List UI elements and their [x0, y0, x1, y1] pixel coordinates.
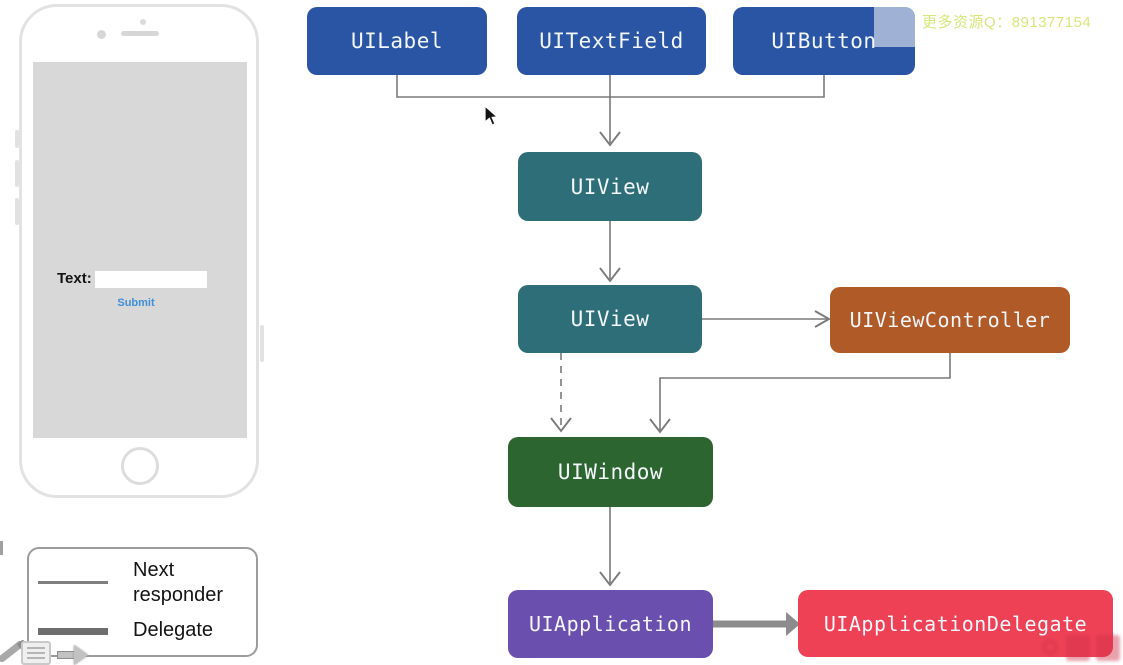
red-watermark-glyph [1066, 635, 1090, 661]
notes-icon[interactable] [21, 641, 51, 665]
arrow-head [74, 645, 88, 665]
mock-submit-button: Submit [117, 297, 155, 309]
phone-side-button [260, 325, 264, 362]
arrowhead-uiwindow-solid [649, 418, 671, 434]
arrow-shaft [57, 651, 75, 659]
node-uiview-main: UIView [518, 285, 702, 353]
red-watermark-logo [1042, 633, 1123, 663]
edge-uiviewcontroller-to-uiwindow [659, 353, 951, 430]
phone-side-button [15, 160, 19, 187]
node-label: UIView [570, 307, 650, 331]
node-label: UIWindow [557, 460, 664, 484]
forward-arrow-icon[interactable] [57, 645, 91, 665]
legend-thick-line [38, 628, 108, 635]
red-watermark-glyph [1096, 635, 1120, 661]
node-uiviewcontroller: UIViewController [830, 287, 1070, 353]
node-label: UILabel [350, 29, 443, 53]
node-uiapplicationdelegate: UIApplicationDelegate [798, 590, 1113, 657]
phone-speaker-bar [121, 31, 159, 36]
node-uilabel: UILabel [307, 7, 487, 75]
phone-home-button [121, 447, 159, 485]
phone-screen [33, 62, 247, 438]
arrowhead-uiview-main [599, 267, 621, 283]
legend-box [27, 547, 258, 657]
notes-line [27, 647, 45, 649]
node-uibutton: UIButton [733, 7, 915, 75]
red-watermark-circle [1042, 639, 1058, 655]
legend-label-delegate: Delegate [133, 619, 214, 641]
mouse-cursor [484, 105, 499, 126]
arrowhead-uiview-top [599, 131, 621, 147]
node-label: UIViewController [849, 308, 1051, 332]
node-label: UIApplicationDelegate [823, 611, 1088, 636]
node-uiapplication: UIApplication [508, 590, 713, 658]
phone-sensor-dot [140, 19, 146, 25]
mock-text-label: Text: [57, 270, 92, 287]
arrowhead-uiapplication [599, 571, 621, 587]
qq-watermark-text: 更多资源Q：891377154 [922, 14, 1092, 31]
legend-thin-line [38, 581, 108, 584]
phone-side-button [15, 198, 19, 225]
node-uitextfield: UITextField [517, 7, 706, 75]
node-uiwindow: UIWindow [508, 437, 713, 507]
arrowhead-uiviewcontroller [814, 310, 831, 328]
arrowhead-uiwindow-dashed [550, 417, 572, 433]
node-uiview-top: UIView [518, 152, 702, 221]
phone-side-button [15, 130, 19, 148]
node-label: UIView [570, 174, 650, 199]
node-label: UIButton [771, 29, 877, 53]
notes-line [27, 652, 45, 654]
video-watermark-overlay [874, 7, 915, 47]
phone-camera-dot [97, 30, 106, 39]
clipped-edge-mark [0, 541, 3, 555]
mock-text-input [95, 271, 207, 288]
legend-label-next-responder: Next responder [133, 559, 224, 606]
node-label: UITextField [539, 29, 684, 53]
notes-line [27, 657, 45, 659]
edge-top-bus [396, 75, 825, 98]
node-label: UIApplication [528, 612, 693, 636]
